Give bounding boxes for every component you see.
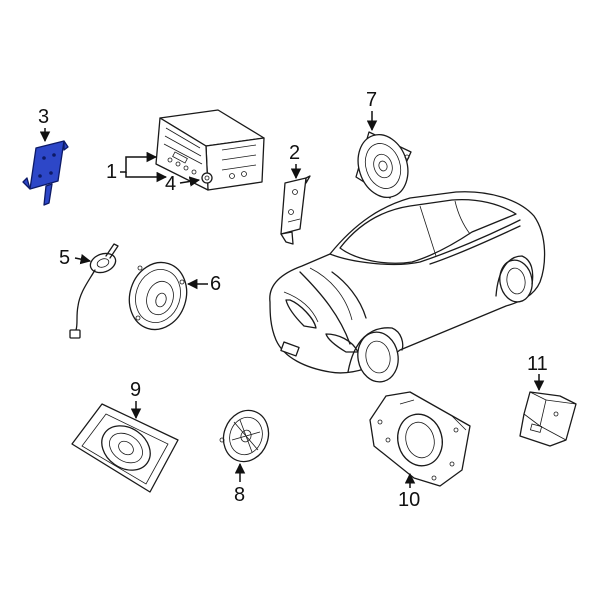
- leader-4: [179, 176, 201, 187]
- vehicle-outline: [269, 191, 546, 383]
- callout-8: 8: [234, 484, 245, 506]
- part-1-radio-unit[interactable]: [155, 109, 265, 191]
- callout-2: 2: [289, 142, 300, 164]
- part-3-bracket[interactable]: [22, 140, 69, 206]
- callout-6: 6: [210, 273, 221, 295]
- part-2-bracket[interactable]: [280, 175, 311, 245]
- part-7-speaker[interactable]: [350, 128, 415, 204]
- leader-5: [74, 253, 92, 265]
- part-11-module[interactable]: [519, 391, 577, 447]
- leader-1a: [120, 151, 158, 173]
- callout-4: 4: [165, 173, 176, 195]
- callout-9: 9: [130, 379, 141, 401]
- callout-5: 5: [59, 247, 70, 269]
- leader-1b: [125, 171, 168, 183]
- part-6-speaker[interactable]: [121, 255, 195, 337]
- callout-7: 7: [366, 89, 377, 111]
- part-9-speaker-panel[interactable]: [71, 403, 179, 493]
- part-8-speaker[interactable]: [216, 404, 275, 468]
- callout-11: 11: [527, 353, 548, 375]
- callout-10: 10: [398, 489, 420, 511]
- part-5-tweeter[interactable]: [69, 243, 119, 339]
- callout-3: 3: [38, 106, 49, 128]
- part-10-speaker-frame[interactable]: [369, 391, 471, 487]
- callout-1: 1: [106, 161, 117, 183]
- part-4-knob[interactable]: [201, 172, 213, 184]
